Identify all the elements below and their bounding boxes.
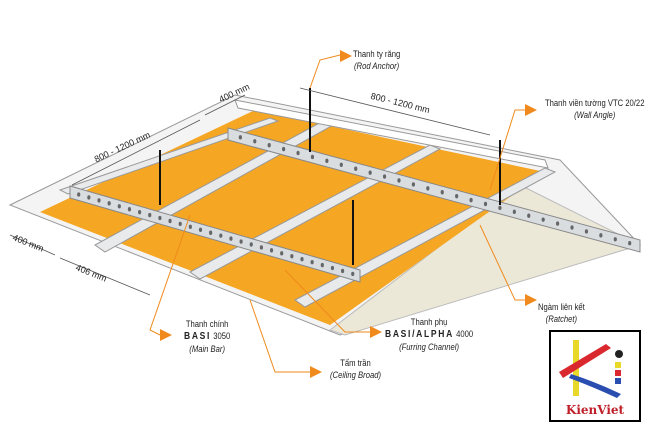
- perforation-hole: [290, 254, 294, 259]
- perforation-hole: [339, 162, 343, 167]
- perforation-hole: [117, 204, 121, 209]
- ceiling-vi: Tấm trần: [340, 358, 371, 368]
- wall-angle-vi: Thanh viền tường VTC 20/22: [545, 98, 645, 108]
- perforation-hole: [127, 207, 132, 212]
- perforation-hole: [455, 193, 459, 199]
- perforation-hole: [628, 241, 632, 246]
- perforation-hole: [310, 154, 315, 160]
- perforation-hole: [382, 174, 387, 179]
- label-ratchet: Ngàm liên kết (Ratchet): [538, 301, 585, 325]
- perforation-hole: [219, 233, 223, 238]
- perforation-hole: [440, 190, 444, 195]
- perforation-hole: [138, 209, 142, 215]
- perforation-hole: [320, 262, 324, 268]
- perforation-hole: [584, 229, 589, 234]
- perforation-hole: [158, 215, 162, 221]
- perforation-hole: [300, 257, 304, 262]
- leader-arrows: [160, 50, 537, 378]
- perforation-hole: [613, 237, 617, 242]
- main-bar-model: 3050: [213, 331, 231, 341]
- furring-brand: BASI/ALPHA: [385, 329, 454, 340]
- perforation-hole: [209, 230, 213, 235]
- perforation-hole: [198, 227, 203, 232]
- ceiling-en: (Ceiling Broad): [330, 370, 382, 380]
- furring-en: (Furring Channel): [399, 342, 460, 352]
- perforation-hole: [527, 213, 531, 218]
- perforation-hole: [469, 197, 473, 203]
- kienviet-logo: KienViet: [549, 330, 641, 422]
- perforation-hole: [229, 236, 233, 241]
- leader-lines: [149, 54, 525, 373]
- perforation-hole: [168, 218, 172, 224]
- perforation-hole: [570, 225, 574, 230]
- main-bar-en: (Main Bar): [189, 344, 225, 354]
- main-bar-brand: BASI: [184, 331, 212, 342]
- rod-anchor-vi: Thanh ty răng: [353, 49, 401, 59]
- label-wall-angle: Thanh viền tường VTC 20/22 (Wall Angle): [545, 97, 644, 121]
- bar-perforations: [77, 135, 632, 277]
- perforation-hole: [512, 209, 516, 215]
- perforation-hole: [238, 135, 242, 140]
- main-bars: [69, 127, 641, 283]
- perforation-hole: [280, 251, 284, 256]
- perforation-hole: [397, 178, 401, 183]
- logo-text: KienViet: [565, 403, 625, 417]
- rod-anchor-en: (Rod Anchor): [353, 61, 400, 71]
- perforation-hole: [77, 192, 81, 197]
- perforation-hole: [541, 217, 545, 222]
- perforation-hole: [351, 271, 355, 277]
- perforation-hole: [325, 158, 329, 164]
- perforation-hole: [330, 265, 335, 271]
- label-rod-anchor: Thanh ty răng (Rod Anchor): [353, 48, 400, 72]
- logo-mark: [559, 340, 623, 398]
- dimension-lines: [9, 87, 491, 296]
- main-bar-vi: Thanh chính: [185, 319, 229, 329]
- perforation-hole: [239, 239, 243, 244]
- perforation-hole: [249, 242, 253, 247]
- perforation-hole: [87, 195, 91, 200]
- perforation-hole: [498, 205, 502, 211]
- perforation-hole: [411, 182, 415, 187]
- furring-vi: Thanh phụ: [410, 317, 448, 327]
- furring-model: 4000: [456, 329, 474, 339]
- perforation-hole: [107, 201, 111, 206]
- perforation-hole: [296, 150, 300, 156]
- perforation-hole: [483, 201, 488, 207]
- perforation-hole: [97, 198, 101, 203]
- perforation-hole: [599, 233, 603, 238]
- perforation-hole: [178, 221, 182, 227]
- rod-anchors: [159, 88, 501, 265]
- perforation-hole: [282, 146, 286, 152]
- ratchet-en: (Ratchet): [545, 314, 578, 324]
- perforation-hole: [341, 268, 345, 274]
- perforation-hole: [269, 248, 274, 253]
- perforation-hole: [368, 170, 372, 175]
- perforation-hole: [148, 212, 152, 218]
- perforation-hole: [426, 186, 430, 191]
- perforation-hole: [556, 221, 560, 226]
- perforation-hole: [310, 259, 314, 265]
- perforation-hole: [188, 224, 192, 230]
- perforation-hole: [267, 143, 271, 148]
- ratchet-vi: Ngàm liên kết: [538, 302, 585, 312]
- perforation-hole: [354, 166, 358, 171]
- wall-angle: [234, 99, 549, 169]
- perforation-hole: [253, 139, 257, 144]
- wall-angle-en: (Wall Angle): [574, 110, 616, 120]
- label-ceiling-board: Tấm trần (Ceiling Broad): [330, 357, 381, 381]
- perforation-hole: [259, 245, 263, 250]
